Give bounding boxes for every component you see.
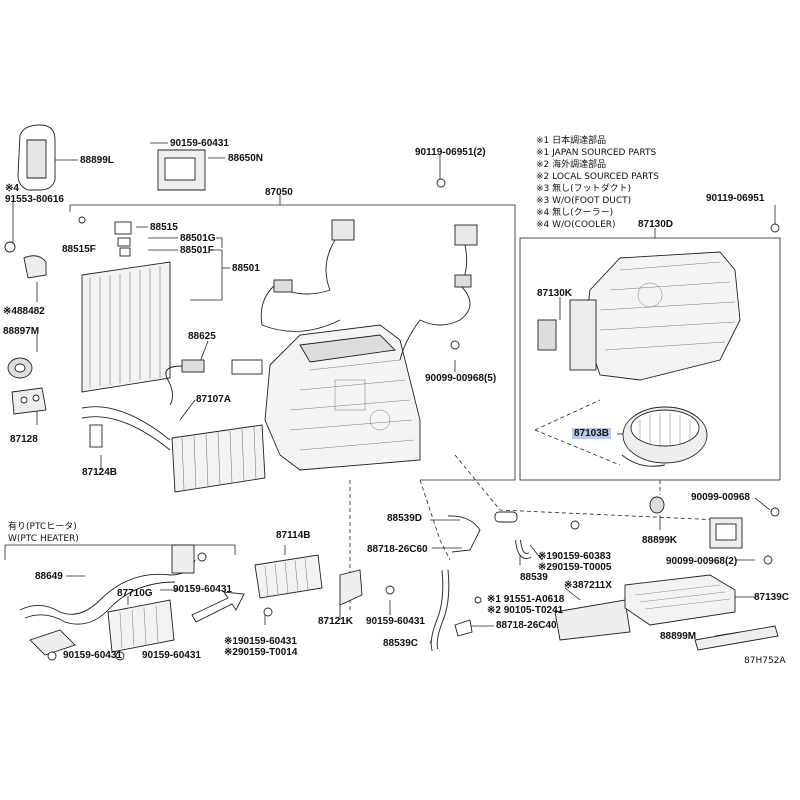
part-label-90159-60431-c: 90159-60431 xyxy=(366,616,425,627)
part-label-90119-06951-2: 90119-06951(2) xyxy=(415,147,486,158)
legend-line-4: ※2 LOCAL SOURCED PARTS xyxy=(536,172,659,182)
part-label-90159-T0005: ※290159-T0005 xyxy=(538,562,612,573)
part-label-90159-60383: ※190159-60383 xyxy=(538,551,611,562)
part-label-88515: 88515 xyxy=(150,222,178,233)
part-label-91553-80616: 91553-80616 xyxy=(5,194,64,205)
part-label-90099-00968-2: 90099-00968(2) xyxy=(666,556,738,567)
legend-line-5: ※3 無し(フットダクト) xyxy=(536,184,632,194)
part-label-87114B: 87114B xyxy=(276,530,311,541)
legend-line-6: ※3 W/O(FOOT DUCT) xyxy=(536,196,632,206)
legend-line-2: ※1 JAPAN SOURCED PARTS xyxy=(536,148,657,158)
part-label-88501G: 88501G xyxy=(180,233,216,244)
part-label-88501: 88501 xyxy=(232,263,260,274)
legend-line-3: ※2 海外調達部品 xyxy=(536,160,607,170)
part-label-91551-A0618: ※1 91551-A0618 xyxy=(487,594,565,605)
legend-line-7: ※4 無し(クーラー) xyxy=(536,208,614,218)
part-label-88539C: 88539C xyxy=(383,638,419,649)
part-label-87128: 87128 xyxy=(10,434,38,445)
part-label-90159-60431-f: 90159-60431 xyxy=(142,650,201,661)
ptc-heading-en: W(PTC HEATER) xyxy=(8,534,79,544)
part-label-88897M: 88897M xyxy=(3,326,40,337)
part-label-87710G: 87710G xyxy=(117,588,153,599)
part-label-87130K: 87130K xyxy=(537,288,573,299)
ptc-heading-jp: 有り(PTCヒータ) xyxy=(8,522,77,532)
part-label-88501F: 88501F xyxy=(180,245,214,256)
part-label-91553-prefix: ※4 xyxy=(5,183,19,194)
part-label-87103B-highlighted[interactable]: 87103B xyxy=(572,428,612,439)
part-label-88539: 88539 xyxy=(520,572,548,583)
part-label-88625: 88625 xyxy=(188,331,216,342)
part-label-88899K: 88899K xyxy=(642,535,678,546)
part-label-90159-T0014: ※290159-T0014 xyxy=(224,647,298,658)
part-label-90099-00968: 90099-00968 xyxy=(691,492,750,503)
part-label-87107A: 87107A xyxy=(196,394,232,405)
part-label-90159-60431-b: 90159-60431 xyxy=(173,584,232,595)
part-label-90159-60431: 90159-60431 xyxy=(170,138,229,149)
part-label-87139C: 87139C xyxy=(754,592,790,603)
part-label-88718-26C60: 88718-26C60 xyxy=(367,544,428,555)
part-label-88899L: 88899L xyxy=(80,155,114,166)
legend-line-8: ※4 W/O(COOLER) xyxy=(536,220,616,230)
part-label-88899M: 88899M xyxy=(660,631,697,642)
part-label-88649: 88649 xyxy=(35,571,63,582)
part-label-87130D: 87130D xyxy=(638,219,674,230)
legend-line-1: ※1 日本調達部品 xyxy=(536,136,607,146)
part-label-90159-60431-e: 90159-60431 xyxy=(63,650,122,661)
part-label-87211X: ※387211X xyxy=(564,580,612,591)
part-label-88718-26C40: 88718-26C40 xyxy=(496,620,557,631)
part-label-90105-T0241: ※2 90105-T0241 xyxy=(487,605,564,616)
part-label-87124B: 87124B xyxy=(82,467,118,478)
diagram-code: 87H752A xyxy=(744,656,786,666)
part-label-87050: 87050 xyxy=(265,187,293,198)
part-label-90119-06951: 90119-06951 xyxy=(706,193,765,204)
part-label-88515F: 88515F xyxy=(62,244,96,255)
part-label-87121K: 87121K xyxy=(318,616,354,627)
part-label-88482: ※488482 xyxy=(3,306,45,317)
part-label-88650N: 88650N xyxy=(228,153,264,164)
part-label-90159-60431-d: ※190159-60431 xyxy=(224,636,297,647)
part-label-90099-00968-5: 90099-00968(5) xyxy=(425,373,497,384)
part-label-88539D: 88539D xyxy=(387,513,423,524)
